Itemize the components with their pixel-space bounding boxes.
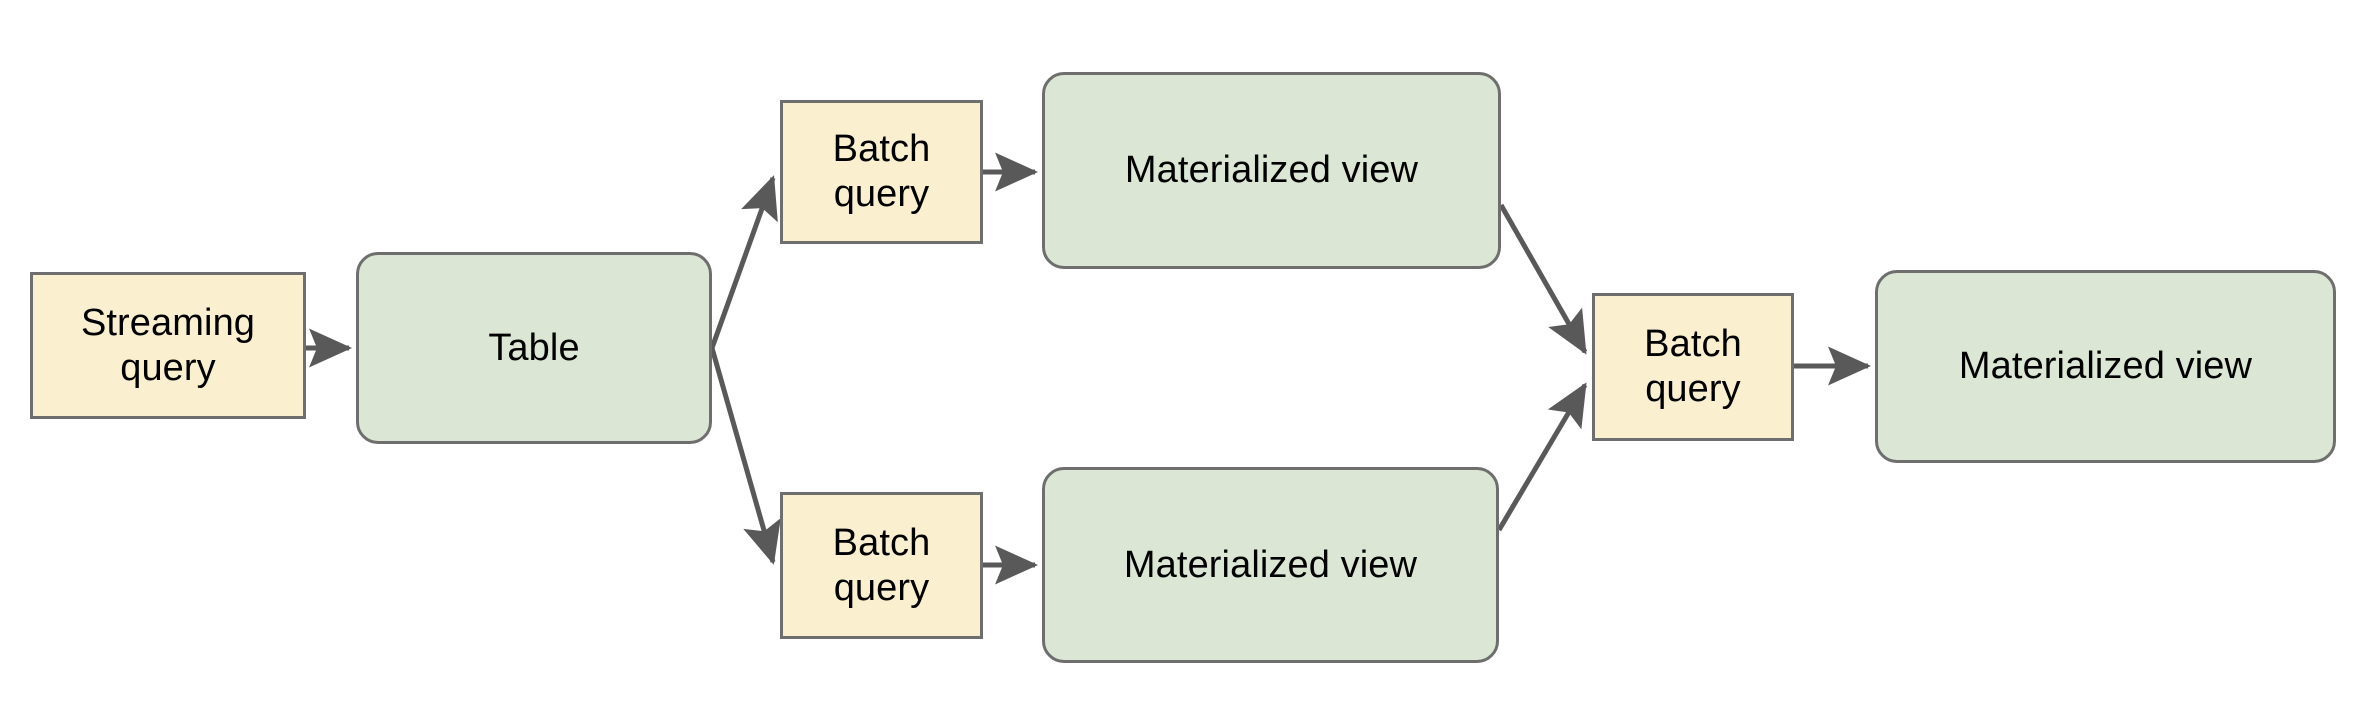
node-materialized-view-right[interactable]: Materialized view [1875,270,2336,463]
edge-mv-top-to-batch-query-right [1498,203,1588,355]
node-batch-query-top-label: Batch query [832,128,931,215]
node-batch-query-bottom[interactable]: Batch query [780,492,983,639]
node-materialized-view-bottom[interactable]: Materialized view [1042,467,1499,663]
node-materialized-view-right-label: Materialized view [1958,345,2253,388]
node-streaming-query[interactable]: Streaming query [30,272,306,419]
node-table[interactable]: Table [356,252,712,444]
node-batch-query-top[interactable]: Batch query [780,100,983,244]
edge-table-to-batch-query-bottom [709,347,781,565]
node-table-label: Table [488,326,580,369]
node-batch-query-right[interactable]: Batch query [1592,293,1794,441]
node-batch-query-bottom-label: Batch query [832,521,931,609]
node-materialized-view-bottom-label: Materialized view [1123,543,1418,586]
node-streaming-query-label: Streaming query [80,301,256,389]
edge-mv-bottom-to-batch-query-right [1496,382,1588,532]
node-batch-query-right-label: Batch query [1644,323,1742,410]
node-materialized-view-top-label: Materialized view [1124,149,1419,192]
node-materialized-view-top[interactable]: Materialized view [1042,72,1501,269]
edge-table-to-batch-query-top [709,175,778,349]
